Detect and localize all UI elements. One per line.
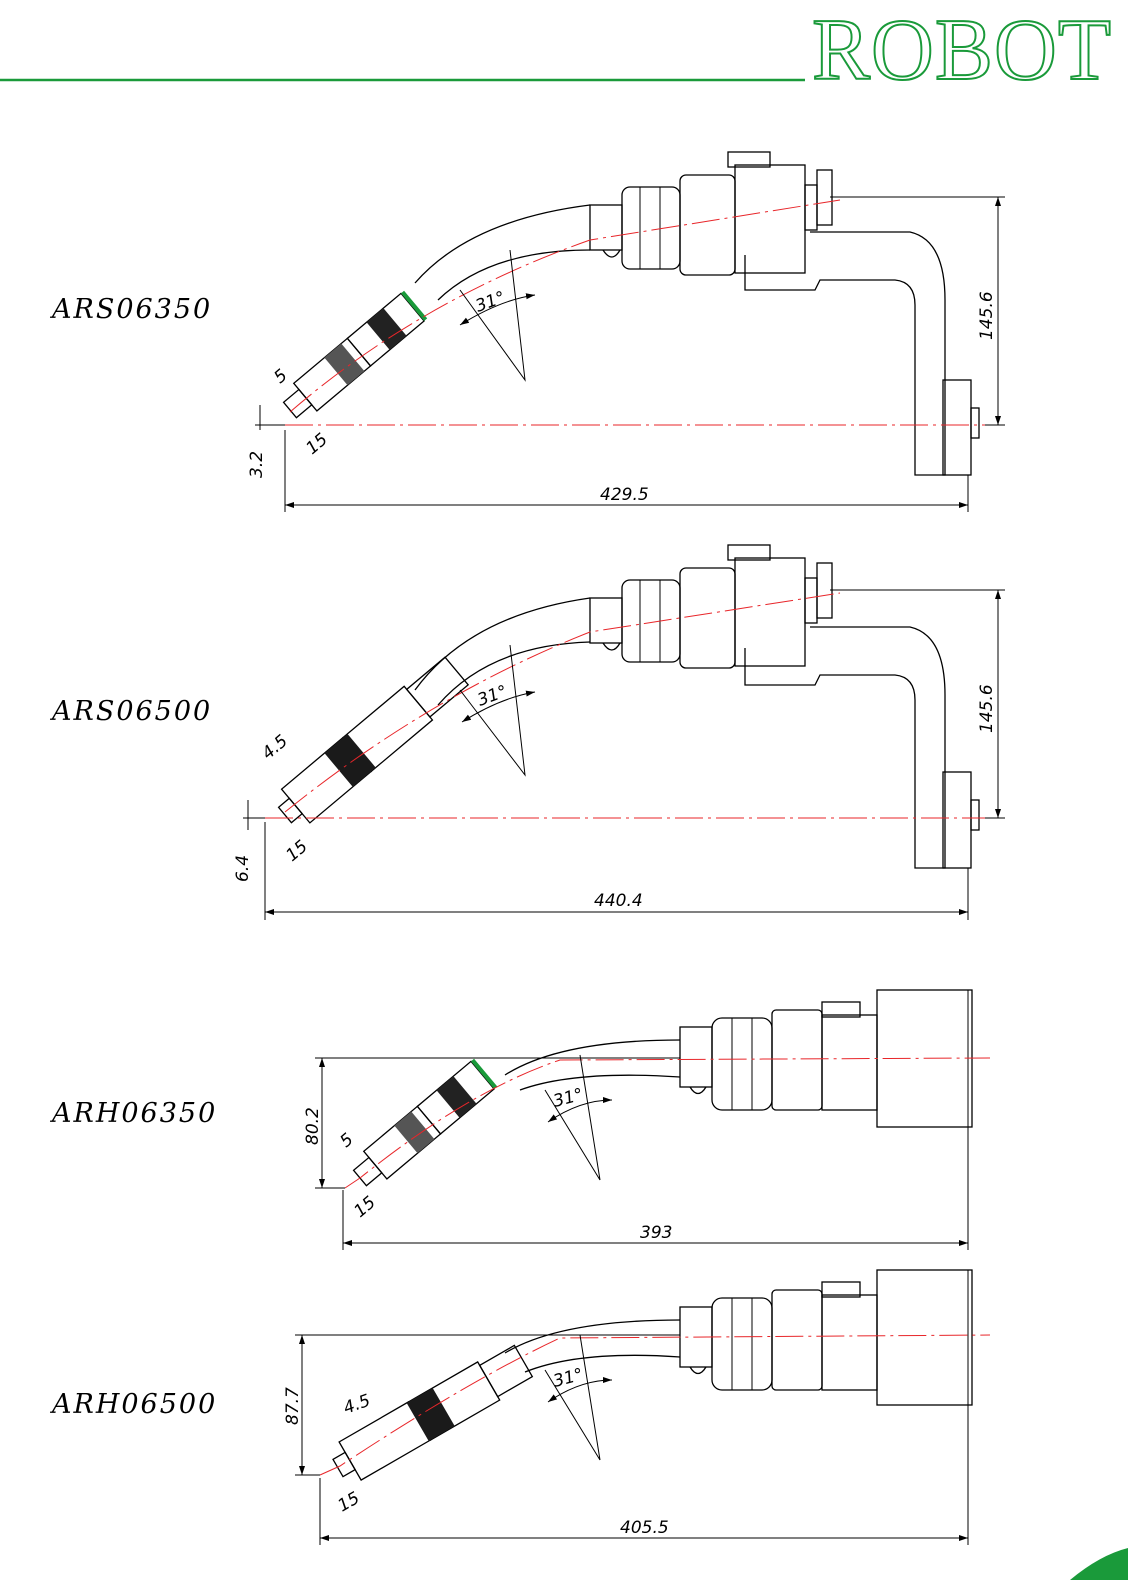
torch-drawing-ars06350: ARS06350 31° xyxy=(49,151,1005,512)
angle-dim: 31° xyxy=(551,1085,585,1112)
height-dim: 145.6 xyxy=(977,291,997,340)
page-header: ROBOT xyxy=(0,1,1128,100)
height-dim: 87.7 xyxy=(283,1387,303,1425)
model-label: ARS06350 xyxy=(49,294,212,325)
offset-dim: 6.4 xyxy=(233,855,253,882)
nozzle-dim: 15 xyxy=(302,430,331,459)
length-dim: 440.4 xyxy=(594,891,643,911)
tip-dim: 5 xyxy=(336,1130,357,1152)
brand-logo: ROBOT xyxy=(812,2,1112,99)
model-label: ARS06500 xyxy=(49,696,212,727)
model-label: ARH06350 xyxy=(49,1098,217,1129)
nozzle-dim: 15 xyxy=(350,1193,379,1222)
torch-drawing-ars06500: ARS06500 31° 6.4 4.5 15 xyxy=(49,544,1005,920)
tip-dim: 4.5 xyxy=(341,1391,373,1419)
angle-dim: 31° xyxy=(473,288,508,317)
length-dim: 405.5 xyxy=(620,1518,669,1538)
torch-drawing-arh06500: ARH06500 31° 4.5 15 87.7 405.5 xyxy=(49,1269,991,1545)
torch-drawing-arh06350: ARH06350 31° 5 15 80.2 xyxy=(49,989,991,1250)
tip-dim: 4.5 xyxy=(258,731,292,764)
model-label: ARH06500 xyxy=(49,1389,217,1420)
nozzle-dim: 15 xyxy=(335,1488,364,1516)
length-dim: 393 xyxy=(640,1223,672,1243)
angle-dim: 31° xyxy=(475,682,510,711)
angle-dim: 31° xyxy=(551,1365,585,1392)
length-dim: 429.5 xyxy=(600,485,649,505)
height-dim: 145.6 xyxy=(977,684,997,733)
tip-dim: 5 xyxy=(270,366,291,388)
offset-dim: 3.2 xyxy=(247,451,267,478)
height-dim: 80.2 xyxy=(303,1107,323,1145)
page-corner-tab xyxy=(1070,1548,1128,1580)
nozzle-dim: 15 xyxy=(282,837,311,866)
